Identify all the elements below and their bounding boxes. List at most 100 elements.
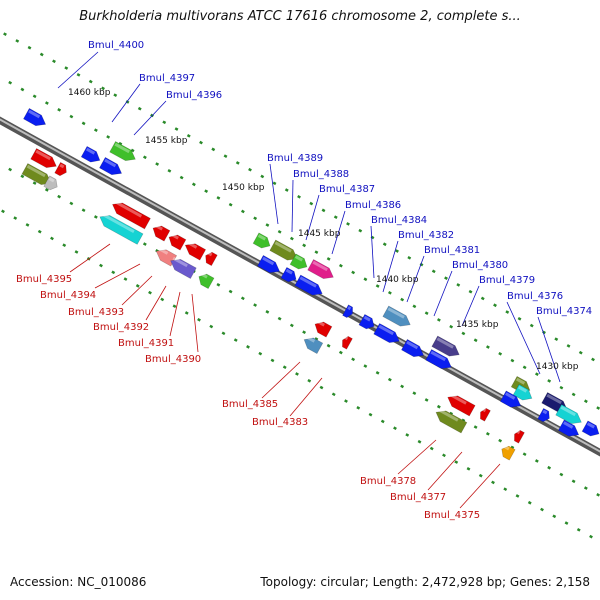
gene-label[interactable]: Bmul_4388	[293, 169, 349, 180]
tick-mark	[576, 528, 581, 532]
gene-arrow	[294, 274, 323, 296]
tick-mark	[578, 350, 583, 355]
gene-label[interactable]: Bmul_4393	[68, 307, 124, 318]
gene-label[interactable]: Bmul_4386	[345, 200, 401, 211]
gene-arrow	[342, 304, 353, 318]
tick-mark	[358, 228, 363, 233]
tick-mark	[375, 371, 380, 375]
gene-highlight	[449, 393, 467, 405]
tick-mark	[356, 406, 361, 410]
gene-label[interactable]: Bmul_4375	[424, 510, 480, 521]
gene-label[interactable]: Bmul_4396	[166, 90, 222, 101]
tick-mark	[554, 337, 559, 341]
gene-highlight	[154, 224, 163, 231]
gene-highlight	[104, 158, 117, 168]
tick-mark	[491, 480, 495, 485]
gene-label[interactable]: Bmul_4379	[479, 275, 535, 286]
tick-mark	[444, 276, 448, 280]
gene-label[interactable]: Bmul_4383	[252, 417, 308, 428]
gene-arrow	[23, 108, 47, 127]
tick-mark	[564, 521, 569, 525]
tick-mark	[57, 108, 62, 112]
tick-mark	[454, 460, 459, 464]
tick-mark	[228, 202, 233, 207]
gene-highlight	[262, 256, 275, 266]
gene-highlight	[285, 268, 293, 275]
gene-arrow	[54, 161, 67, 177]
gene-label[interactable]: Bmul_4392	[93, 322, 149, 333]
tick-mark	[346, 222, 350, 226]
tick-mark	[57, 194, 62, 199]
tick-mark	[199, 140, 203, 145]
tick-mark	[380, 419, 385, 424]
tick-mark	[25, 223, 30, 227]
tick-mark	[8, 167, 13, 172]
tick-mark	[76, 73, 81, 77]
tick-mark	[125, 100, 130, 104]
tick-mark	[540, 507, 544, 512]
forward-callout-line	[433, 270, 453, 317]
gene-label[interactable]: Bmul_4382	[398, 230, 454, 241]
tick-mark	[429, 446, 434, 451]
reverse-callout-line	[289, 377, 323, 417]
tick-mark	[338, 350, 343, 355]
tick-mark	[321, 208, 326, 213]
gene-label[interactable]: Bmul_4380	[452, 260, 508, 271]
gene-arrow	[205, 251, 218, 267]
gene-feature	[252, 232, 271, 249]
tick-mark	[571, 479, 576, 484]
gene-label[interactable]: Bmul_4378	[360, 476, 416, 487]
tick-mark	[197, 317, 201, 322]
gene-label[interactable]: Bmul_4397	[139, 73, 195, 84]
gene-label[interactable]: Bmul_4374	[536, 306, 592, 317]
gene-arrow	[555, 404, 582, 424]
tick-mark	[498, 351, 503, 356]
gene-arrow	[43, 175, 58, 191]
gene-label[interactable]: Bmul_4385	[222, 399, 278, 410]
gene-label[interactable]: Bmul_4400	[88, 40, 144, 51]
scale-label: 1435 kbp	[456, 320, 499, 330]
gene-label[interactable]: Bmul_4387	[319, 184, 375, 195]
tick-mark	[113, 93, 118, 97]
gene-label[interactable]: Bmul_4376	[507, 291, 563, 302]
gene-label[interactable]: Bmul_4390	[145, 354, 201, 365]
gene-label[interactable]: Bmul_4394	[40, 290, 96, 301]
tick-mark	[547, 379, 552, 383]
tick-mark	[522, 365, 527, 370]
gene-arrow	[425, 349, 452, 369]
tick-mark	[20, 174, 25, 179]
tick-mark	[412, 391, 417, 396]
gene-arrow	[537, 407, 550, 423]
reverse-callout-line	[94, 263, 141, 289]
tick-mark	[424, 398, 429, 402]
gene-feature	[314, 320, 333, 338]
gene-label[interactable]: Bmul_4389	[267, 153, 323, 164]
forward-callout-line	[506, 301, 541, 375]
gene-arrow	[342, 336, 353, 350]
tick-mark	[307, 378, 312, 383]
tick-mark	[461, 331, 466, 336]
gene-feature	[581, 420, 600, 437]
gene-label[interactable]: Bmul_4377	[390, 492, 446, 503]
tick-mark	[480, 296, 485, 301]
forward-callout-line	[111, 83, 141, 123]
gene-label[interactable]: Bmul_4391	[118, 338, 174, 349]
tick-mark	[331, 392, 336, 397]
gene-label[interactable]: Bmul_4395	[16, 274, 72, 285]
reverse-callout-line	[69, 243, 111, 273]
gene-arrow	[99, 215, 144, 245]
tick-mark	[295, 372, 299, 376]
tick-mark	[240, 209, 245, 214]
tick-mark	[50, 236, 54, 241]
forward-callout-line	[370, 225, 375, 279]
forward-callout-line	[57, 51, 99, 89]
tick-mark	[559, 472, 564, 477]
tick-mark	[466, 467, 471, 471]
gene-label[interactable]: Bmul_4381	[424, 245, 480, 256]
tick-mark	[534, 372, 539, 376]
gene-feature	[307, 259, 334, 279]
tick-mark	[235, 161, 240, 165]
gene-arrow	[401, 339, 425, 358]
gene-label[interactable]: Bmul_4384	[371, 215, 427, 226]
forward-callout-line	[537, 316, 561, 383]
